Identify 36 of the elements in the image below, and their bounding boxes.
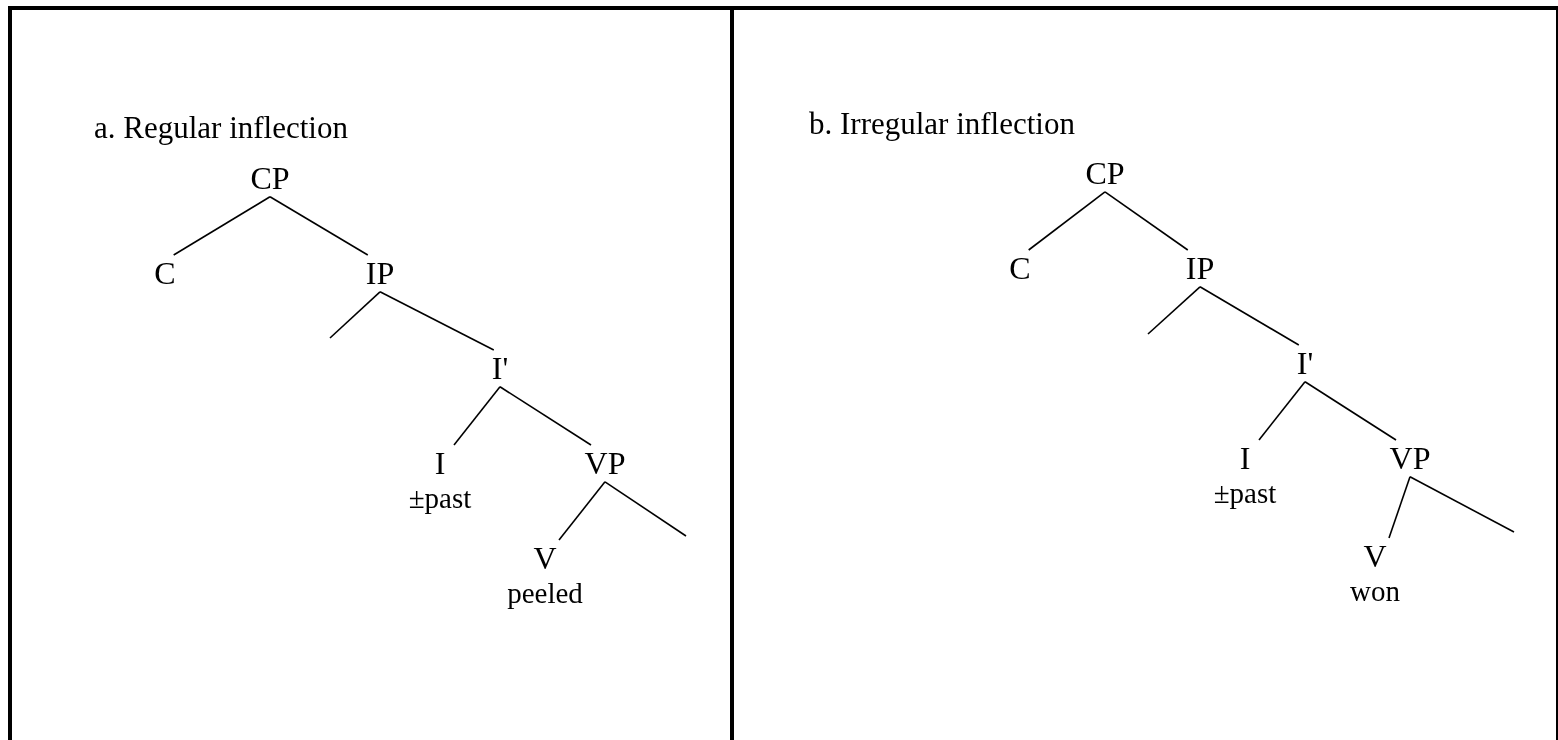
category-label: VP [1389, 440, 1431, 477]
category-label: VP [584, 445, 626, 482]
category-label: V [532, 540, 558, 577]
category-label: C [1009, 250, 1031, 287]
word-label: ±past [1213, 476, 1277, 511]
panel-heading: a. Regular inflection [94, 110, 348, 146]
word-label: peeled [507, 576, 583, 611]
tree-branch [379, 291, 495, 351]
tree-branch [172, 196, 271, 256]
category-label: I [433, 445, 447, 482]
tree-branch [558, 481, 606, 541]
tree-branch [499, 386, 592, 446]
tree-branch [329, 291, 381, 339]
category-label: CP [1085, 155, 1125, 192]
category-label: IP [1185, 250, 1215, 287]
tree-branch [1199, 286, 1300, 346]
word-label: ±past [408, 481, 472, 516]
category-label: C [154, 255, 176, 292]
tree-branch [453, 386, 501, 446]
tree-branch [1409, 476, 1515, 533]
tree-branch [1147, 286, 1201, 335]
tree-branch [604, 481, 687, 537]
category-label: I [1238, 440, 1252, 477]
tree-branch [1104, 191, 1189, 251]
category-label: I' [491, 350, 509, 387]
category-label: I' [1296, 345, 1314, 382]
tree-branch [1304, 381, 1397, 441]
tree-branch [269, 196, 369, 256]
tree-branch [1027, 191, 1106, 251]
tree-branch [1388, 476, 1411, 539]
category-label: CP [250, 160, 290, 197]
word-label: won [1350, 574, 1400, 609]
category-label: IP [365, 255, 395, 292]
category-label: V [1362, 538, 1388, 575]
panel-heading: b. Irregular inflection [809, 106, 1075, 142]
tree-branch [1258, 381, 1306, 441]
